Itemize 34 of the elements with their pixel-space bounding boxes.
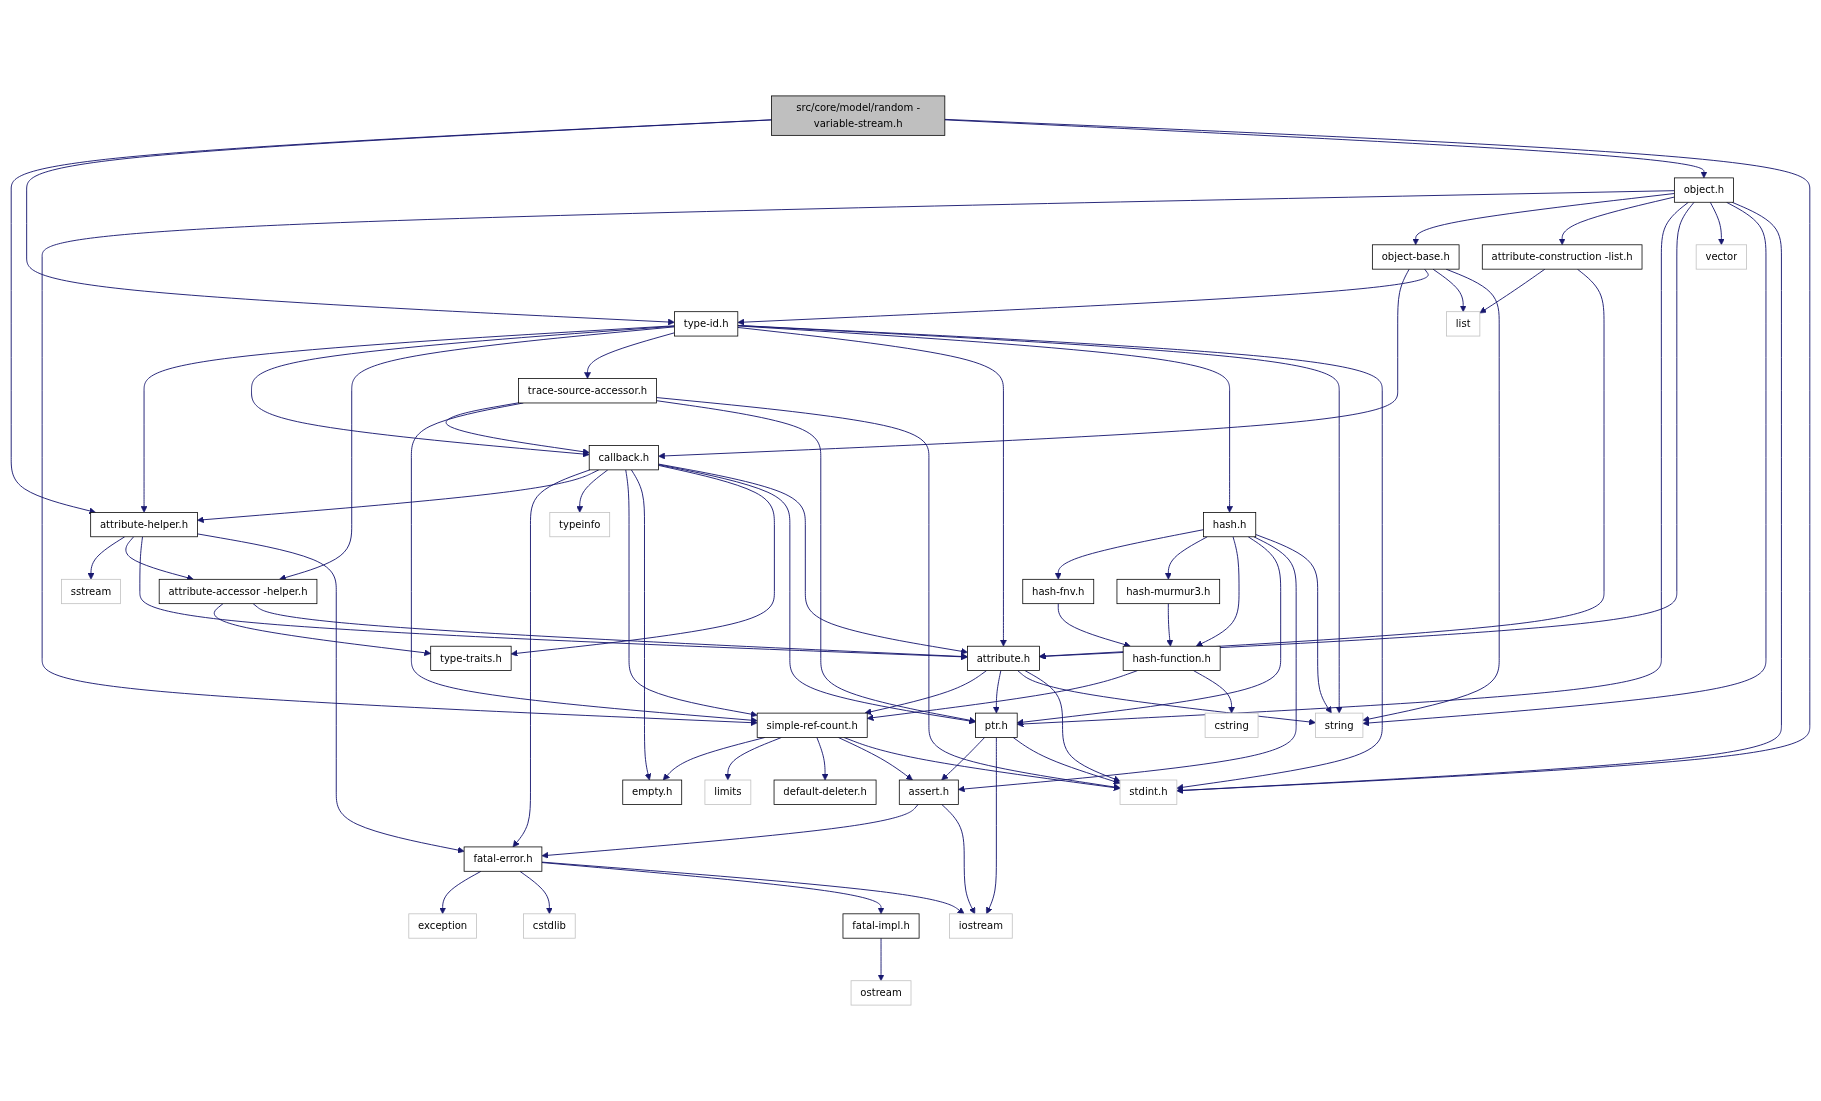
node-box: cstring: [1204, 712, 1259, 738]
node-box: type-id.h: [674, 311, 739, 337]
node-box: typeinfo: [549, 512, 611, 538]
node-box: sstream: [61, 578, 121, 605]
node-box: cstdlib: [523, 913, 576, 939]
node-box: attribute-accessor -helper.h: [158, 578, 318, 605]
node-box: empty.h: [622, 779, 683, 805]
node-box: attribute-helper.h: [90, 512, 198, 538]
node-box: trace-source-accessor.h: [518, 378, 657, 404]
node-box: limits: [704, 779, 752, 805]
node-box: hash-murmur3.h: [1116, 578, 1221, 605]
node-box: callback.h: [588, 445, 659, 471]
node-box: fatal-error.h: [463, 846, 543, 872]
node-box: stdint.h: [1119, 779, 1178, 805]
node-box: type-traits.h: [430, 645, 512, 671]
node-box: iostream: [949, 913, 1013, 939]
node-box: object-base.h: [1371, 244, 1460, 270]
node-box: string: [1315, 712, 1364, 738]
node-box: vector: [1695, 244, 1747, 270]
node-box: assert.h: [898, 779, 959, 805]
node-box: ostream: [850, 980, 912, 1006]
node-box: default-deleter.h: [773, 779, 877, 805]
node-box: attribute.h: [967, 645, 1040, 671]
node-box: hash.h: [1203, 512, 1257, 538]
node-box: object.h: [1674, 177, 1734, 203]
node-box: exception: [408, 913, 477, 939]
node-box: simple-ref-count.h: [756, 712, 868, 738]
node-box: src/core/model/random -variable-stream.h: [771, 95, 946, 136]
node-box: fatal-impl.h: [842, 913, 920, 939]
node-box: hash-function.h: [1122, 645, 1221, 671]
node-box: attribute-construction -list.h: [1481, 244, 1643, 270]
node-box: hash-fnv.h: [1022, 578, 1095, 605]
node-box: ptr.h: [975, 712, 1018, 738]
node-box: list: [1446, 311, 1481, 337]
